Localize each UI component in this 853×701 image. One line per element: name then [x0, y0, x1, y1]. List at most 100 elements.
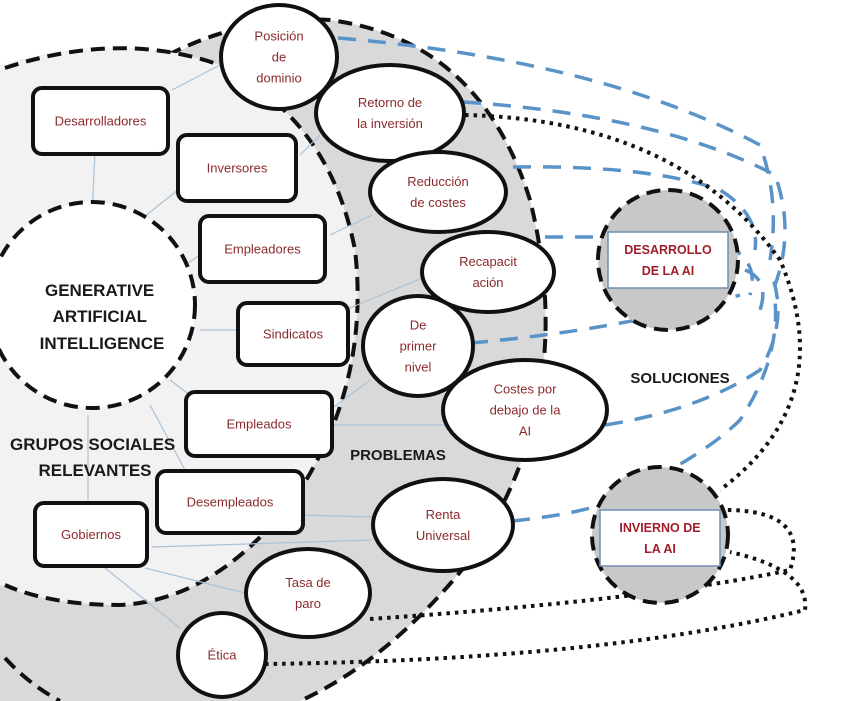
group-node-box: [184, 390, 334, 458]
group-node-desarrolladores[interactable]: Desarrolladores: [31, 86, 170, 156]
problems-zone-border-lower: [3, 656, 61, 701]
problem-node-label: Costes por debajo de la AI: [490, 382, 562, 439]
group-node-label: Inversores: [207, 161, 268, 176]
group-node-box: [176, 133, 298, 203]
problem-node-ellipse: [176, 611, 268, 699]
problem-node-label-line: Costes por: [494, 382, 558, 397]
group-node-box: [198, 214, 327, 284]
problem-node-reduccion-costes[interactable]: Reducción de costes: [368, 150, 508, 234]
problem-node-label: Posición de dominio: [254, 29, 303, 86]
group-node-label-line: Inversores: [207, 161, 268, 176]
problem-node-label-line: Reducción: [407, 174, 468, 189]
problem-node-label: Reducción de costes: [407, 174, 468, 210]
core-circle: [0, 200, 197, 410]
problem-node-ellipse: [244, 547, 372, 639]
problem-node-etica[interactable]: Ética: [176, 611, 268, 699]
problem-node-recapacitacion[interactable]: Recapacit ación: [420, 230, 556, 314]
solution-node-label-line: LA AI: [644, 542, 676, 556]
problem-node-label: Recapacit ación: [459, 254, 517, 290]
solutions-heading: SOLUCIONES: [630, 370, 729, 387]
group-node-label-line: Empleados: [226, 417, 292, 432]
problem-node-ellipse: [314, 63, 466, 163]
problem-node-ellipse: [420, 230, 556, 314]
connectors: [87, 64, 445, 629]
group-node-sindicatos[interactable]: Sindicatos: [236, 301, 350, 367]
group-node-empleados[interactable]: Empleados: [184, 390, 334, 458]
group-node-label-line: Desarrolladores: [55, 114, 147, 129]
problem-node-label-line: ación: [472, 275, 503, 290]
group-node-label: Desempleados: [187, 495, 274, 510]
social-group-nodes: DesarrolladoresInversoresEmpleadoresSind…: [31, 86, 350, 568]
problems-heading: PROBLEMAS: [350, 447, 446, 464]
group-node-label: Gobiernos: [61, 527, 121, 542]
group-node-label-line: Gobiernos: [61, 527, 121, 542]
group-node-label: Desarrolladores: [55, 114, 147, 129]
problem-node-label-line: primer: [400, 339, 438, 354]
problem-node-label-line: debajo de la: [490, 403, 562, 418]
solution-node-box: [607, 231, 729, 289]
problem-node-label-line: Tasa de: [285, 575, 331, 590]
group-node-empleadores[interactable]: Empleadores: [198, 214, 327, 284]
problems-zone-border: [3, 17, 548, 701]
problem-node-label-line: De: [410, 318, 427, 333]
solution-node-label-line: INVIERNO DE: [619, 521, 700, 535]
problem-node-label-line: de costes: [410, 195, 466, 210]
core-heading-line: ARTIFICIAL: [53, 307, 147, 326]
problem-node-posicion-dominio[interactable]: Posición de dominio: [219, 3, 339, 111]
problem-node-label-line: Ética: [208, 648, 238, 663]
groups-heading: GRUPOS SOCIALES RELEVANTES: [10, 435, 180, 480]
problem-node-label-line: Posición: [254, 29, 303, 44]
core-heading: GENERATIVE ARTIFICIAL INTELLIGENCE: [40, 281, 165, 353]
problem-node-label-line: Recapacit: [459, 254, 517, 269]
group-node-inversores[interactable]: Inversores: [176, 133, 298, 203]
solution-node-label: INVIERNO DE LA AI: [619, 521, 700, 556]
groups-heading-line: GRUPOS SOCIALES: [10, 435, 175, 454]
problem-node-label-line: de: [272, 50, 286, 65]
core-heading-line: INTELLIGENCE: [40, 334, 165, 353]
groups-heading-line: RELEVANTES: [38, 461, 151, 480]
solution-node-label-line: DE LA AI: [642, 264, 695, 278]
group-node-gobiernos[interactable]: Gobiernos: [33, 501, 149, 568]
problem-node-label: De primer nivel: [400, 318, 438, 375]
solution-node-invierno-ai[interactable]: INVIERNO DE LA AI: [599, 509, 721, 567]
problem-node-ellipse: [371, 477, 515, 573]
group-node-box: [33, 501, 149, 568]
solution-node-label: DESARROLLO DE LA AI: [624, 243, 712, 278]
problem-node-ellipse: [441, 358, 609, 462]
solution-node-desarrollo-ai[interactable]: DESARROLLO DE LA AI: [607, 231, 729, 289]
group-node-box: [236, 301, 350, 367]
problem-node-ellipse: [361, 294, 475, 398]
core-heading-line: GENERATIVE: [45, 281, 154, 300]
problem-node-label-line: Universal: [416, 528, 470, 543]
problem-node-label: Ética: [208, 648, 238, 663]
solution-node-label-line: DESARROLLO: [624, 243, 712, 257]
group-node-box: [31, 86, 170, 156]
problem-node-label-line: Retorno de: [358, 95, 422, 110]
links-to-invierno: [264, 113, 808, 666]
group-node-label-line: Desempleados: [187, 495, 274, 510]
problem-node-ellipse: [368, 150, 508, 234]
problem-node-primer-nivel[interactable]: De primer nivel: [361, 294, 475, 398]
problem-node-ellipse: [219, 3, 339, 111]
solution-node-box: [599, 509, 721, 567]
group-node-desempleados[interactable]: Desempleados: [155, 469, 305, 535]
group-node-box: [155, 469, 305, 535]
solution-nodes: DESARROLLO DE LA AI INVIERNO DE LA AI: [599, 231, 729, 567]
problem-node-label-line: dominio: [256, 71, 302, 86]
problem-node-label-line: AI: [519, 424, 531, 439]
group-node-label-line: Empleadores: [224, 242, 301, 257]
problem-node-label-line: nivel: [405, 360, 432, 375]
group-node-label-line: Sindicatos: [263, 327, 323, 342]
problem-node-costes-debajo[interactable]: Costes por debajo de la AI: [441, 358, 609, 462]
group-node-label: Empleados: [226, 417, 292, 432]
groups-zone-border: [4, 46, 360, 608]
group-node-label: Sindicatos: [263, 327, 323, 342]
